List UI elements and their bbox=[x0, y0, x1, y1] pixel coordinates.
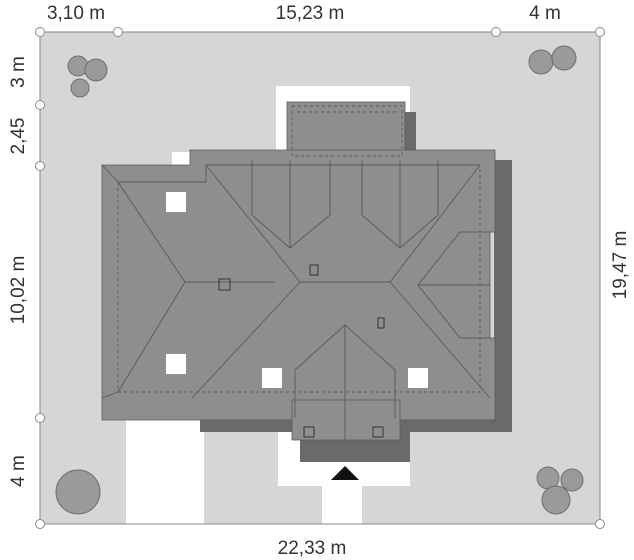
dim-top-right: 4 m bbox=[529, 3, 561, 24]
chimney-icon bbox=[372, 426, 384, 438]
chimney-icon bbox=[377, 317, 385, 329]
tree-icon bbox=[67, 55, 108, 98]
tree-icon bbox=[55, 469, 101, 515]
trees bbox=[55, 45, 584, 515]
dimension-lines bbox=[35, 27, 605, 529]
dim-left-2: 2,45 bbox=[8, 118, 29, 155]
driveway bbox=[126, 412, 204, 524]
chimneys bbox=[218, 264, 385, 438]
dim-right: 19,47 m bbox=[610, 231, 631, 300]
dim-top-left: 3,10 m bbox=[47, 3, 105, 24]
tree-icon bbox=[536, 466, 584, 515]
skylight-icon bbox=[408, 368, 428, 388]
skylights bbox=[166, 192, 428, 388]
chimney-icon bbox=[309, 264, 319, 276]
skylight-icon bbox=[166, 192, 186, 212]
corner-notch bbox=[172, 152, 192, 166]
dim-top-middle: 15,23 m bbox=[276, 3, 345, 24]
entrance-path bbox=[322, 480, 362, 524]
skylight-icon bbox=[166, 354, 186, 374]
chimney-icon bbox=[303, 426, 315, 438]
dim-left-4: 4 m bbox=[8, 455, 29, 487]
entrance-arrow-icon bbox=[331, 466, 359, 480]
dim-left-1: 3 m bbox=[8, 56, 29, 88]
skylight-icon bbox=[262, 368, 282, 388]
tree-icon bbox=[528, 45, 577, 75]
dim-bottom: 22,33 m bbox=[278, 538, 347, 559]
dim-left-3: 10,02 m bbox=[8, 256, 29, 325]
chimney-icon bbox=[218, 278, 231, 291]
house-roof bbox=[101, 101, 496, 441]
